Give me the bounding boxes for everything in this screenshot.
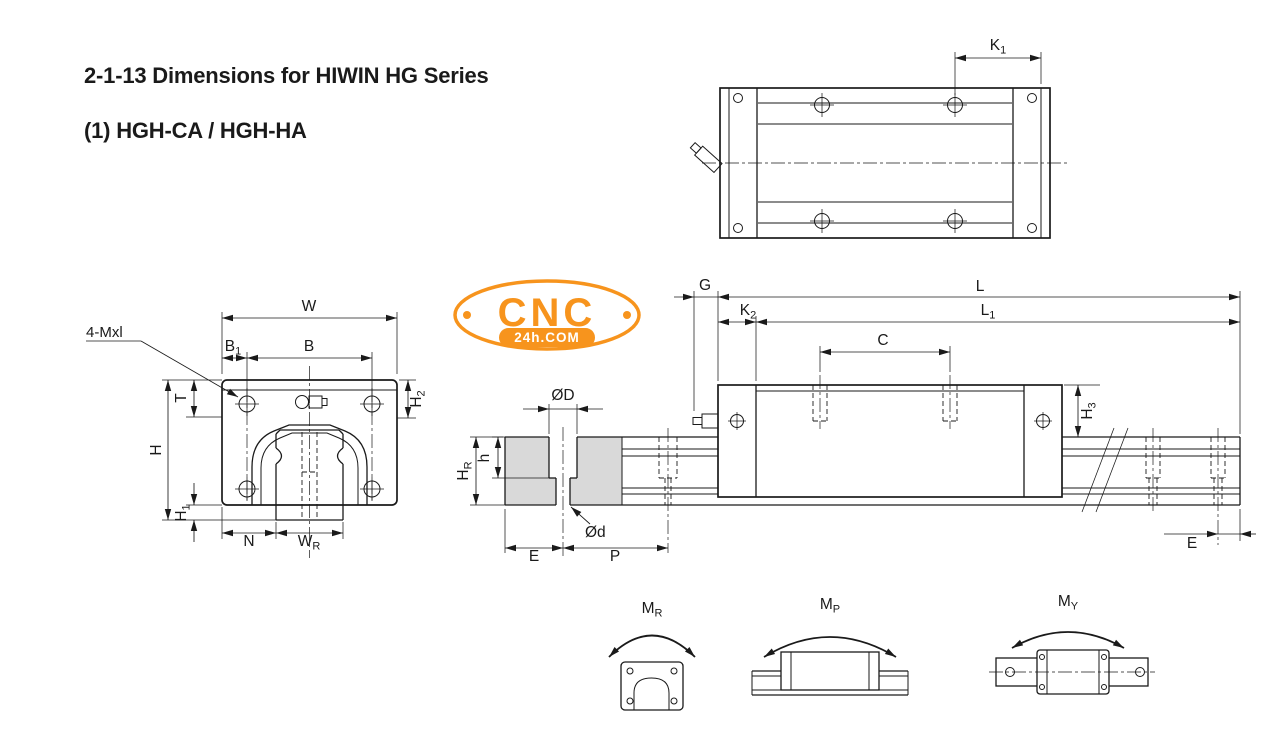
rail-section: ØD h HR Ød E P [455,387,668,565]
dim-label-l1: L1 [981,302,996,322]
dim-label-t: T [173,393,190,403]
carriage-bolt-hole [942,375,958,429]
dim-label-b1: B1 [225,338,241,358]
break-line [1095,427,1129,513]
moment-label-my: MY [1058,593,1079,613]
carriage-side-outline [717,384,1063,498]
grease-nipple-icon [295,395,328,409]
carriage-cavity-groove [260,432,359,505]
dim-label-e: E [1187,535,1197,552]
front-view: W B B1 4-Mxl T H H1 H2 [86,298,428,558]
leader-line [570,506,591,525]
dim-label-g: G [699,277,711,294]
dim-label-rail-height: HR [455,461,475,480]
cap-screw-icon [733,93,743,103]
dim-label-l: L [976,278,985,295]
cap-screw-icon [1034,412,1052,430]
logo-dot-left-icon [463,311,471,319]
yaw-arrow-icon [1011,631,1125,649]
dim-label-bore-depth: h [476,454,493,463]
bolt-hole-icon [810,93,834,117]
dim-label-hole-dia: Ød [585,524,606,541]
cap-screw-icon [1027,223,1037,233]
block-front-icon [620,661,684,711]
carriage-cavity-outline [251,424,368,505]
rail-side-profile [622,436,1241,506]
grease-nipple-icon [692,413,719,429]
bolt-hole-icon [943,209,967,233]
dim-label-pitch: P [610,548,620,565]
block-side-icon [751,651,909,696]
pitch-arrow-icon [763,636,897,658]
dim-label-n: N [243,533,254,550]
dim-label-h2: H2 [408,390,428,407]
logo-badge [499,328,595,347]
dim-label-bore-dia: ØD [551,387,574,404]
bolt-hole-icon [810,209,834,233]
dim-label-h: H [148,444,165,455]
moment-label-mp: MP [820,596,840,616]
cap-screw-icon [1027,93,1037,103]
dim-label-w: W [302,298,317,315]
grease-nipple-icon [689,141,723,174]
side-view: G L K2 L1 C H3 E [622,277,1256,553]
dim-label-edge-dist: E [529,548,539,565]
page-title: 2-1-13 Dimensions for HIWIN HG Series [84,63,489,88]
leader-line [140,340,239,398]
rail-front-profile [275,429,344,521]
rail-mounting-hole [1210,428,1226,545]
logo-ring-icon [453,279,641,351]
carriage-bolt-hole [812,375,828,429]
roll-arrow-icon [608,634,696,658]
cnc24h-logo: CNC 24h.COM [453,279,641,351]
top-view: K1 [689,37,1068,239]
logo-dot-right-icon [623,311,631,319]
moment-pitch: MP [751,596,909,696]
dim-label-c: C [877,332,888,349]
moment-roll: MR [608,600,696,711]
moment-yaw: MY [989,593,1155,695]
dim-label-k1: K1 [990,37,1006,57]
cap-screw-icon [728,412,746,430]
moment-label-mr: MR [642,600,663,620]
header: 2-1-13 Dimensions for HIWIN HG Series (1… [84,63,489,143]
carriage-top-outline [719,87,1051,239]
dim-label-wr: WR [298,533,321,553]
logo-domain: 24h.COM [514,330,580,345]
cap-screw-icon [733,223,743,233]
dim-label-b: B [304,338,314,355]
bolt-hole-icon [943,93,967,117]
break-line [1081,427,1115,513]
rail-mounting-hole [658,428,678,553]
dim-label-h3: H3 [1079,402,1099,419]
rail-section-fill [505,437,556,505]
rail-mounting-hole [1145,428,1161,514]
page-subtitle: (1) HGH-CA / HGH-HA [84,118,307,143]
block-top-icon [989,649,1155,695]
dim-label-k2: K2 [740,302,756,322]
rail-section-fill [570,437,622,505]
dim-label-h1: H1 [173,504,193,521]
bolt-thread-note: 4-Mxl [86,324,123,341]
